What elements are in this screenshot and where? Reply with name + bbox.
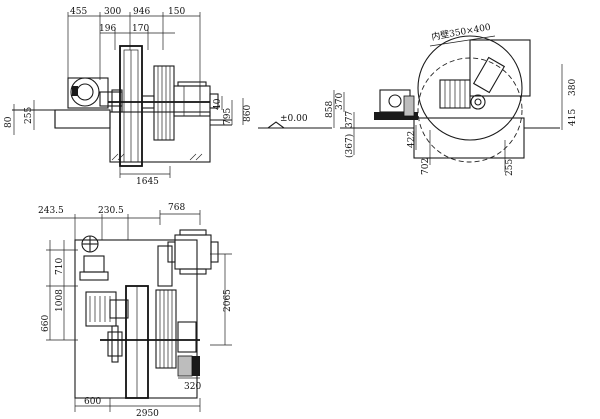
dim-860: 860 bbox=[243, 105, 253, 122]
dim-380: 380 bbox=[568, 79, 578, 96]
dim-702: 702 bbox=[421, 158, 431, 175]
dim-455: 455 bbox=[70, 7, 87, 17]
dim-768: 768 bbox=[168, 203, 185, 213]
side-view: 内壁350×400 858 370 377 (367) 422 702 255 … bbox=[325, 21, 578, 176]
dim-858: 858 bbox=[325, 101, 335, 118]
dim-370: 370 bbox=[335, 93, 345, 110]
front-view: 455 300 946 150 196 170 bbox=[4, 7, 332, 187]
dim-1008: 1008 bbox=[55, 289, 65, 312]
dim-80: 80 bbox=[4, 116, 14, 128]
dim-377: 377 bbox=[345, 111, 355, 128]
dim-150: 150 bbox=[168, 7, 185, 17]
dim-40: 40 bbox=[213, 98, 223, 110]
dim-660: 660 bbox=[41, 315, 51, 332]
dim-710: 710 bbox=[55, 258, 65, 275]
dim-2950: 2950 bbox=[136, 409, 159, 419]
dim-600: 600 bbox=[84, 397, 101, 407]
dim-196: 196 bbox=[99, 24, 116, 34]
dim-300: 300 bbox=[104, 7, 121, 17]
level-zero: ±0.00 bbox=[280, 114, 308, 124]
dim-255-side: 255 bbox=[505, 159, 515, 176]
dim-422: 422 bbox=[407, 131, 417, 148]
dim-1645: 1645 bbox=[136, 177, 159, 187]
dim-795: 795 bbox=[223, 108, 233, 125]
dim-2065: 2065 bbox=[223, 289, 233, 312]
dim-170: 170 bbox=[132, 24, 149, 34]
dim-243-5: 243.5 bbox=[38, 206, 64, 216]
dim-320: 320 bbox=[184, 382, 201, 392]
dim-415: 415 bbox=[568, 109, 578, 126]
dim-367: (367) bbox=[344, 134, 355, 158]
dim-255-front: 255 bbox=[24, 107, 34, 124]
dim-230-5: 230.5 bbox=[98, 206, 124, 216]
dim-946: 946 bbox=[133, 7, 150, 17]
plan-view: 243.5 230.5 768 bbox=[38, 203, 233, 419]
